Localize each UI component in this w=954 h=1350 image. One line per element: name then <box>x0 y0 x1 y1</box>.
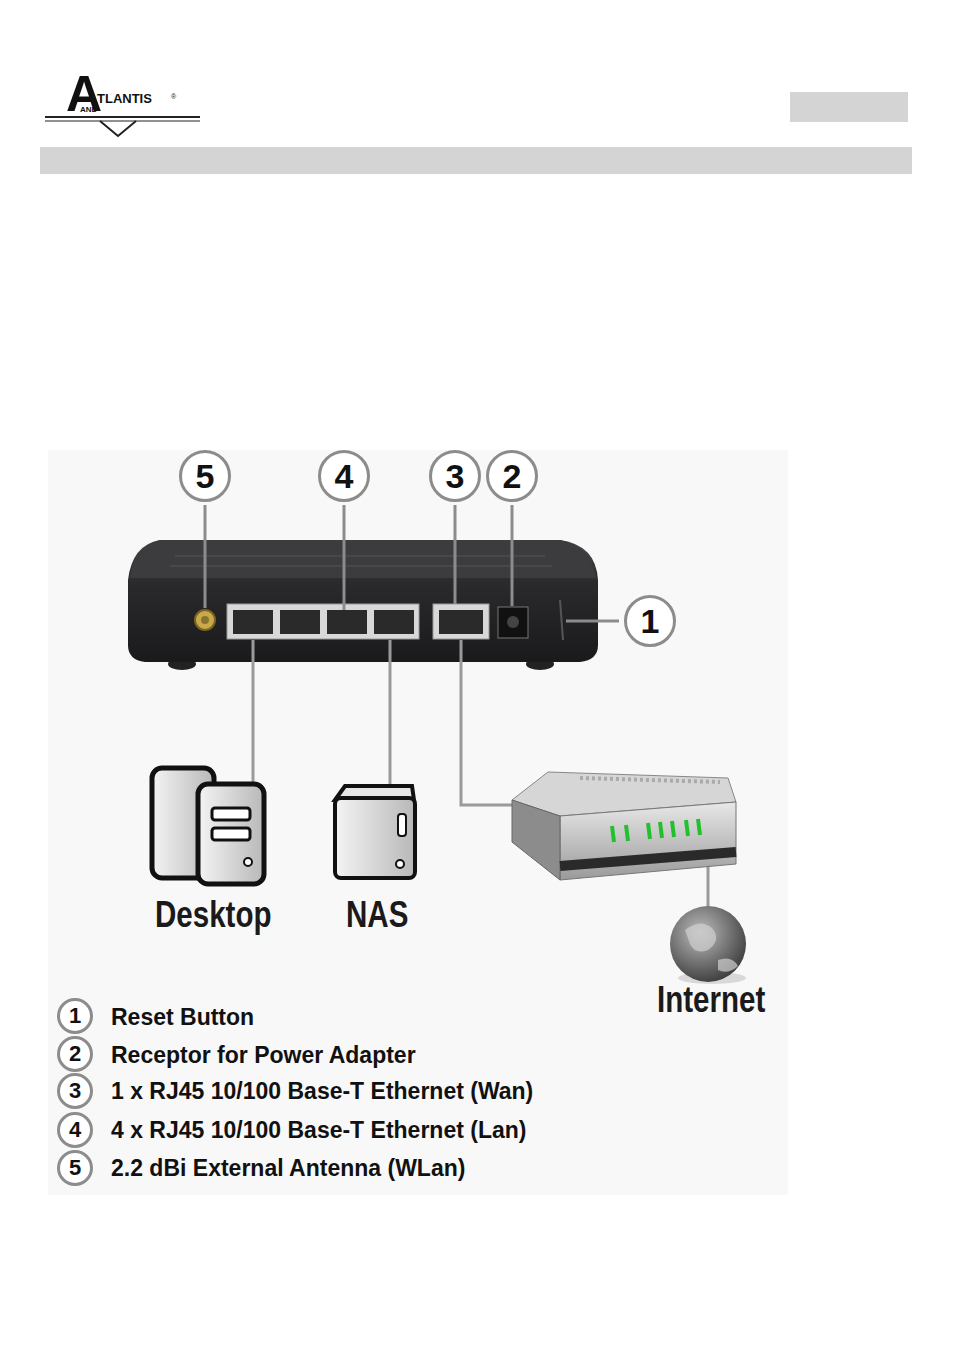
callout-number: 3 <box>429 450 481 502</box>
logo-text: TLANTIS <box>97 92 152 105</box>
callout-text: 5 <box>69 1157 81 1179</box>
callout-number: 1 <box>624 595 676 647</box>
legend-text: 2.2 dBi External Antenna (WLan) <box>111 1157 465 1180</box>
callout-text: 1 <box>69 1005 81 1027</box>
legend-text: 4 x RJ45 10/100 Base-T Ethernet (Lan) <box>111 1119 526 1142</box>
callout-text: 2 <box>69 1043 81 1065</box>
logo-text: ® <box>171 93 176 100</box>
callout-number: 4 <box>318 450 370 502</box>
legend-number: 2 <box>57 1036 93 1072</box>
device-label: Internet <box>657 982 765 1018</box>
callout-text: 3 <box>446 459 465 493</box>
logo-graphic <box>45 117 200 136</box>
legend-number: 1 <box>57 998 93 1034</box>
legend-text: Reset Button <box>111 1006 254 1029</box>
legend-number: 5 <box>57 1150 93 1186</box>
callout-text: 1 <box>641 604 660 638</box>
modem-icon <box>512 772 736 880</box>
callout-number: 5 <box>179 450 231 502</box>
leader-lines <box>205 505 619 621</box>
legend-text: 1 x RJ45 10/100 Base-T Ethernet (Wan) <box>111 1080 533 1103</box>
callout-text: 5 <box>196 459 215 493</box>
legend-number: 3 <box>57 1073 93 1109</box>
desktop-icon <box>152 768 264 884</box>
legend-number: 4 <box>57 1112 93 1148</box>
legend-text: Receptor for Power Adapter <box>111 1044 416 1067</box>
device-label: Desktop <box>155 897 271 933</box>
globe-icon <box>670 906 746 984</box>
page-tag <box>790 92 908 122</box>
device-label: NAS <box>346 897 408 933</box>
router <box>128 540 598 670</box>
callout-text: 4 <box>69 1119 81 1141</box>
figure-ground <box>48 450 788 1195</box>
header-band <box>40 147 912 174</box>
callout-number: 2 <box>486 450 538 502</box>
logo-text: AND <box>80 106 97 114</box>
callout-text: 3 <box>69 1080 81 1102</box>
callout-text: 2 <box>503 459 522 493</box>
callout-text: 4 <box>335 459 354 493</box>
nas-icon <box>335 786 415 878</box>
